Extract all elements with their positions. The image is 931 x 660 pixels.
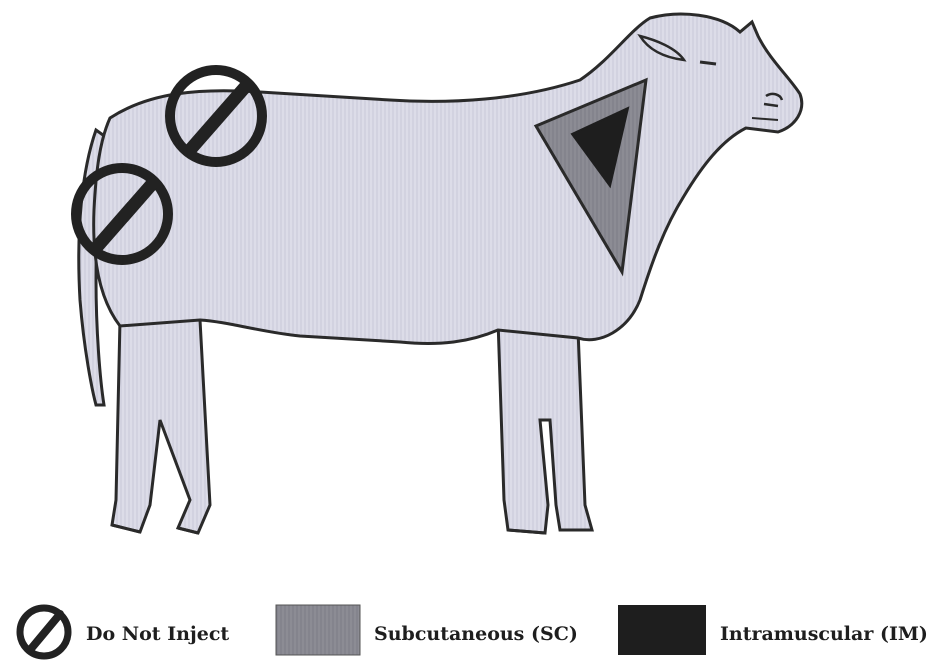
cow-front-legs xyxy=(498,320,592,533)
legend-label-intramuscular: Intramuscular (IM) xyxy=(720,623,928,645)
cow-body xyxy=(94,14,802,343)
cow-eye xyxy=(700,62,716,64)
legend-item-do-not-inject: Do Not Inject xyxy=(20,608,229,656)
legend-item-subcutaneous: Subcutaneous (SC) xyxy=(276,605,578,655)
subcutaneous-swatch xyxy=(276,605,360,655)
cow-illustration xyxy=(76,14,802,533)
intramuscular-swatch xyxy=(618,605,706,655)
no-entry-icon xyxy=(20,608,68,656)
legend-label-do-not-inject: Do Not Inject xyxy=(86,623,229,645)
legend: Do Not Inject Subcutaneous (SC) Intramus… xyxy=(20,605,928,656)
legend-item-intramuscular: Intramuscular (IM) xyxy=(618,605,928,655)
legend-label-subcutaneous: Subcutaneous (SC) xyxy=(374,623,578,645)
cow-hind-legs xyxy=(112,320,210,533)
